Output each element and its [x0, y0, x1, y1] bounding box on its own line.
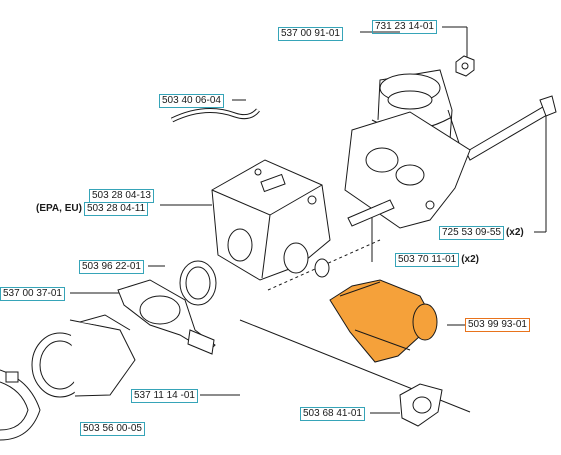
leader-lines [70, 26, 547, 414]
callout-537-00-37-01[interactable]: 537 00 37-01 [0, 287, 65, 301]
part-number[interactable]: 503 56 00-05 [80, 422, 145, 436]
callout-503-96-22-01[interactable]: 503 96 22-01 [79, 260, 144, 274]
callout-503-28-04-11[interactable]: (EPA, EU)503 28 04-11 [36, 202, 149, 216]
quantity-suffix: (x2) [505, 227, 524, 238]
part-number-highlighted[interactable]: 503 99 93-01 [465, 318, 530, 332]
callout-537-00-91-01[interactable]: 537 00 91-01 [278, 27, 343, 41]
callout-503-99-93-01[interactable]: 503 99 93-01 [465, 318, 530, 332]
part-number[interactable]: 503 28 04-11 [83, 202, 149, 216]
callout-725-53-09-55[interactable]: 725 53 09-55(x2) [439, 226, 524, 240]
insulator-plate [344, 111, 471, 229]
callout-537-11-14-01[interactable]: 537 11 14 -01 [131, 389, 198, 403]
part-number[interactable]: 537 00 91-01 [278, 27, 343, 41]
part-number[interactable]: 731 23 14-01 [372, 20, 437, 34]
part-number[interactable]: 503 96 22-01 [79, 260, 144, 274]
callout-503-40-06-04[interactable]: 503 40 06-04 [159, 94, 224, 108]
clamp-bracket [117, 279, 216, 355]
carburetor-gasket [179, 260, 217, 306]
part-number[interactable]: 503 68 41-01 [300, 407, 365, 421]
grommet [399, 383, 443, 427]
highlighted-part [329, 279, 438, 363]
part-number[interactable]: 503 28 04-13 [89, 189, 154, 203]
quantity-suffix: (x2) [461, 254, 479, 265]
carburetor [211, 159, 331, 281]
callout-503-28-04-13[interactable]: 503 28 04-13 [89, 189, 154, 203]
part-number[interactable]: 503 40 06-04 [159, 94, 224, 108]
part-number[interactable]: 537 00 37-01 [0, 287, 65, 301]
part-prefix: (EPA, EU) [36, 203, 82, 214]
callout-503-70-11-01[interactable]: 503 70 11-01(x2) [395, 253, 479, 267]
long-stud [465, 95, 557, 161]
nut [455, 55, 475, 77]
callout-503-56-00-05[interactable]: 503 56 00-05 [80, 422, 145, 436]
hose-clamp [0, 369, 41, 441]
short-stud [347, 199, 395, 227]
callout-731-23-14-01[interactable]: 731 23 14-01 [372, 20, 437, 34]
part-number[interactable]: 725 53 09-55 [439, 226, 504, 240]
intake-boot [31, 314, 136, 398]
part-number[interactable]: 537 11 14 -01 [131, 389, 198, 403]
callout-503-68-41-01[interactable]: 503 68 41-01 [300, 407, 365, 421]
part-number[interactable]: 503 70 11-01 [395, 253, 460, 267]
